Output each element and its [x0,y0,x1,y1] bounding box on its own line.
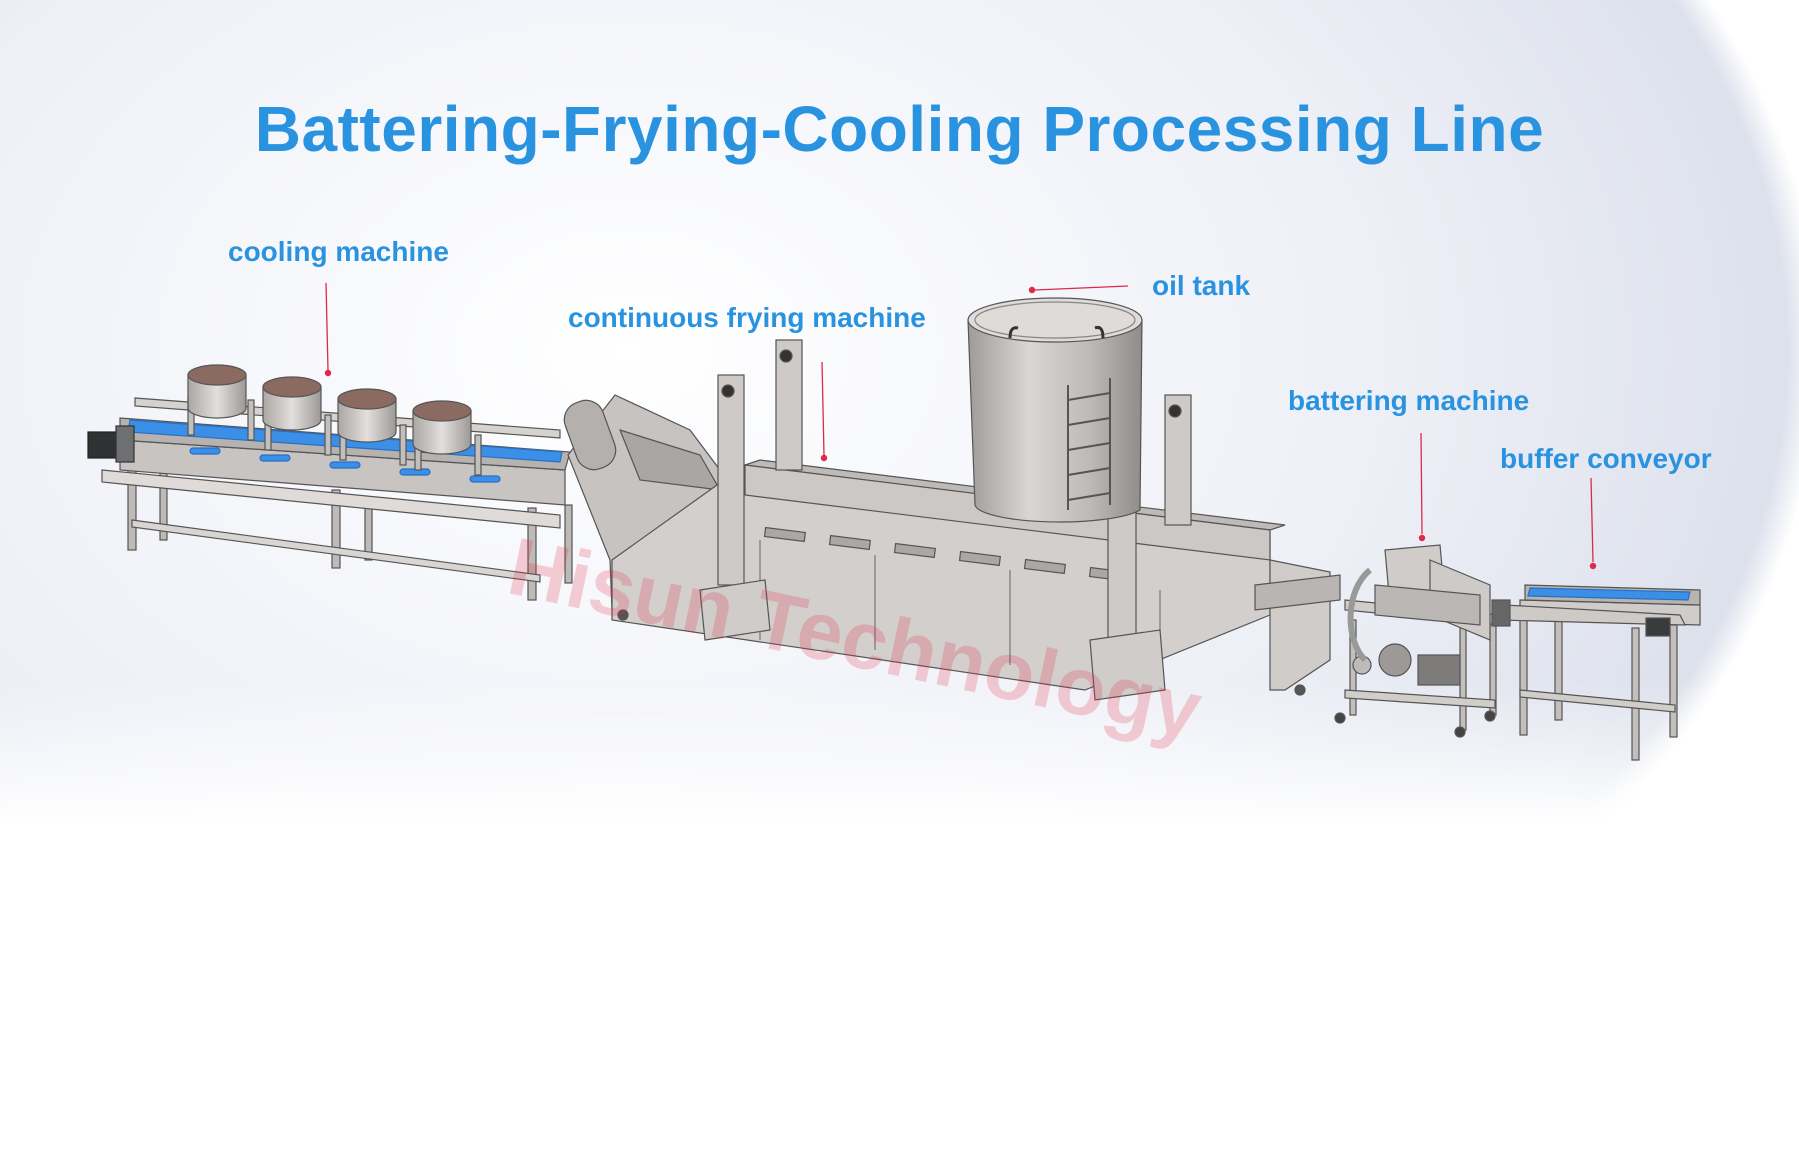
buffer-motor [1645,617,1671,637]
diagram-title: Battering-Frying-Cooling Processing Line [254,93,1545,165]
buffer-conveyor-drawing [1491,584,1701,761]
label-oil-tank: oil tank [1152,270,1251,301]
leader-frying-machine [821,361,825,456]
battering-pump [1378,643,1412,677]
cooling-machine-drawing [87,364,573,601]
oil-tank-ladder [1067,378,1111,510]
leader-cooling-machine [325,282,329,371]
fryer-lift-columns [717,339,1192,663]
oil-tank-drawing [967,297,1143,523]
background-fade [0,680,1799,1168]
label-buffer-conveyor: buffer conveyor [1500,443,1712,474]
buffer-belt [1527,587,1691,601]
leader-battering-machine [1420,432,1423,535]
leader-buffer-conveyor [1590,477,1594,563]
leader-lines [324,282,1597,570]
battering-machine-drawing [1334,544,1501,738]
leader-oil-tank [1034,285,1129,291]
cooling-fans [187,364,472,455]
label-cooling-machine: cooling machine [228,236,449,267]
label-continuous-frying-machine: continuous frying machine [568,302,926,333]
cooling-machine-legs [127,459,573,601]
label-battering-machine: battering machine [1288,385,1530,416]
